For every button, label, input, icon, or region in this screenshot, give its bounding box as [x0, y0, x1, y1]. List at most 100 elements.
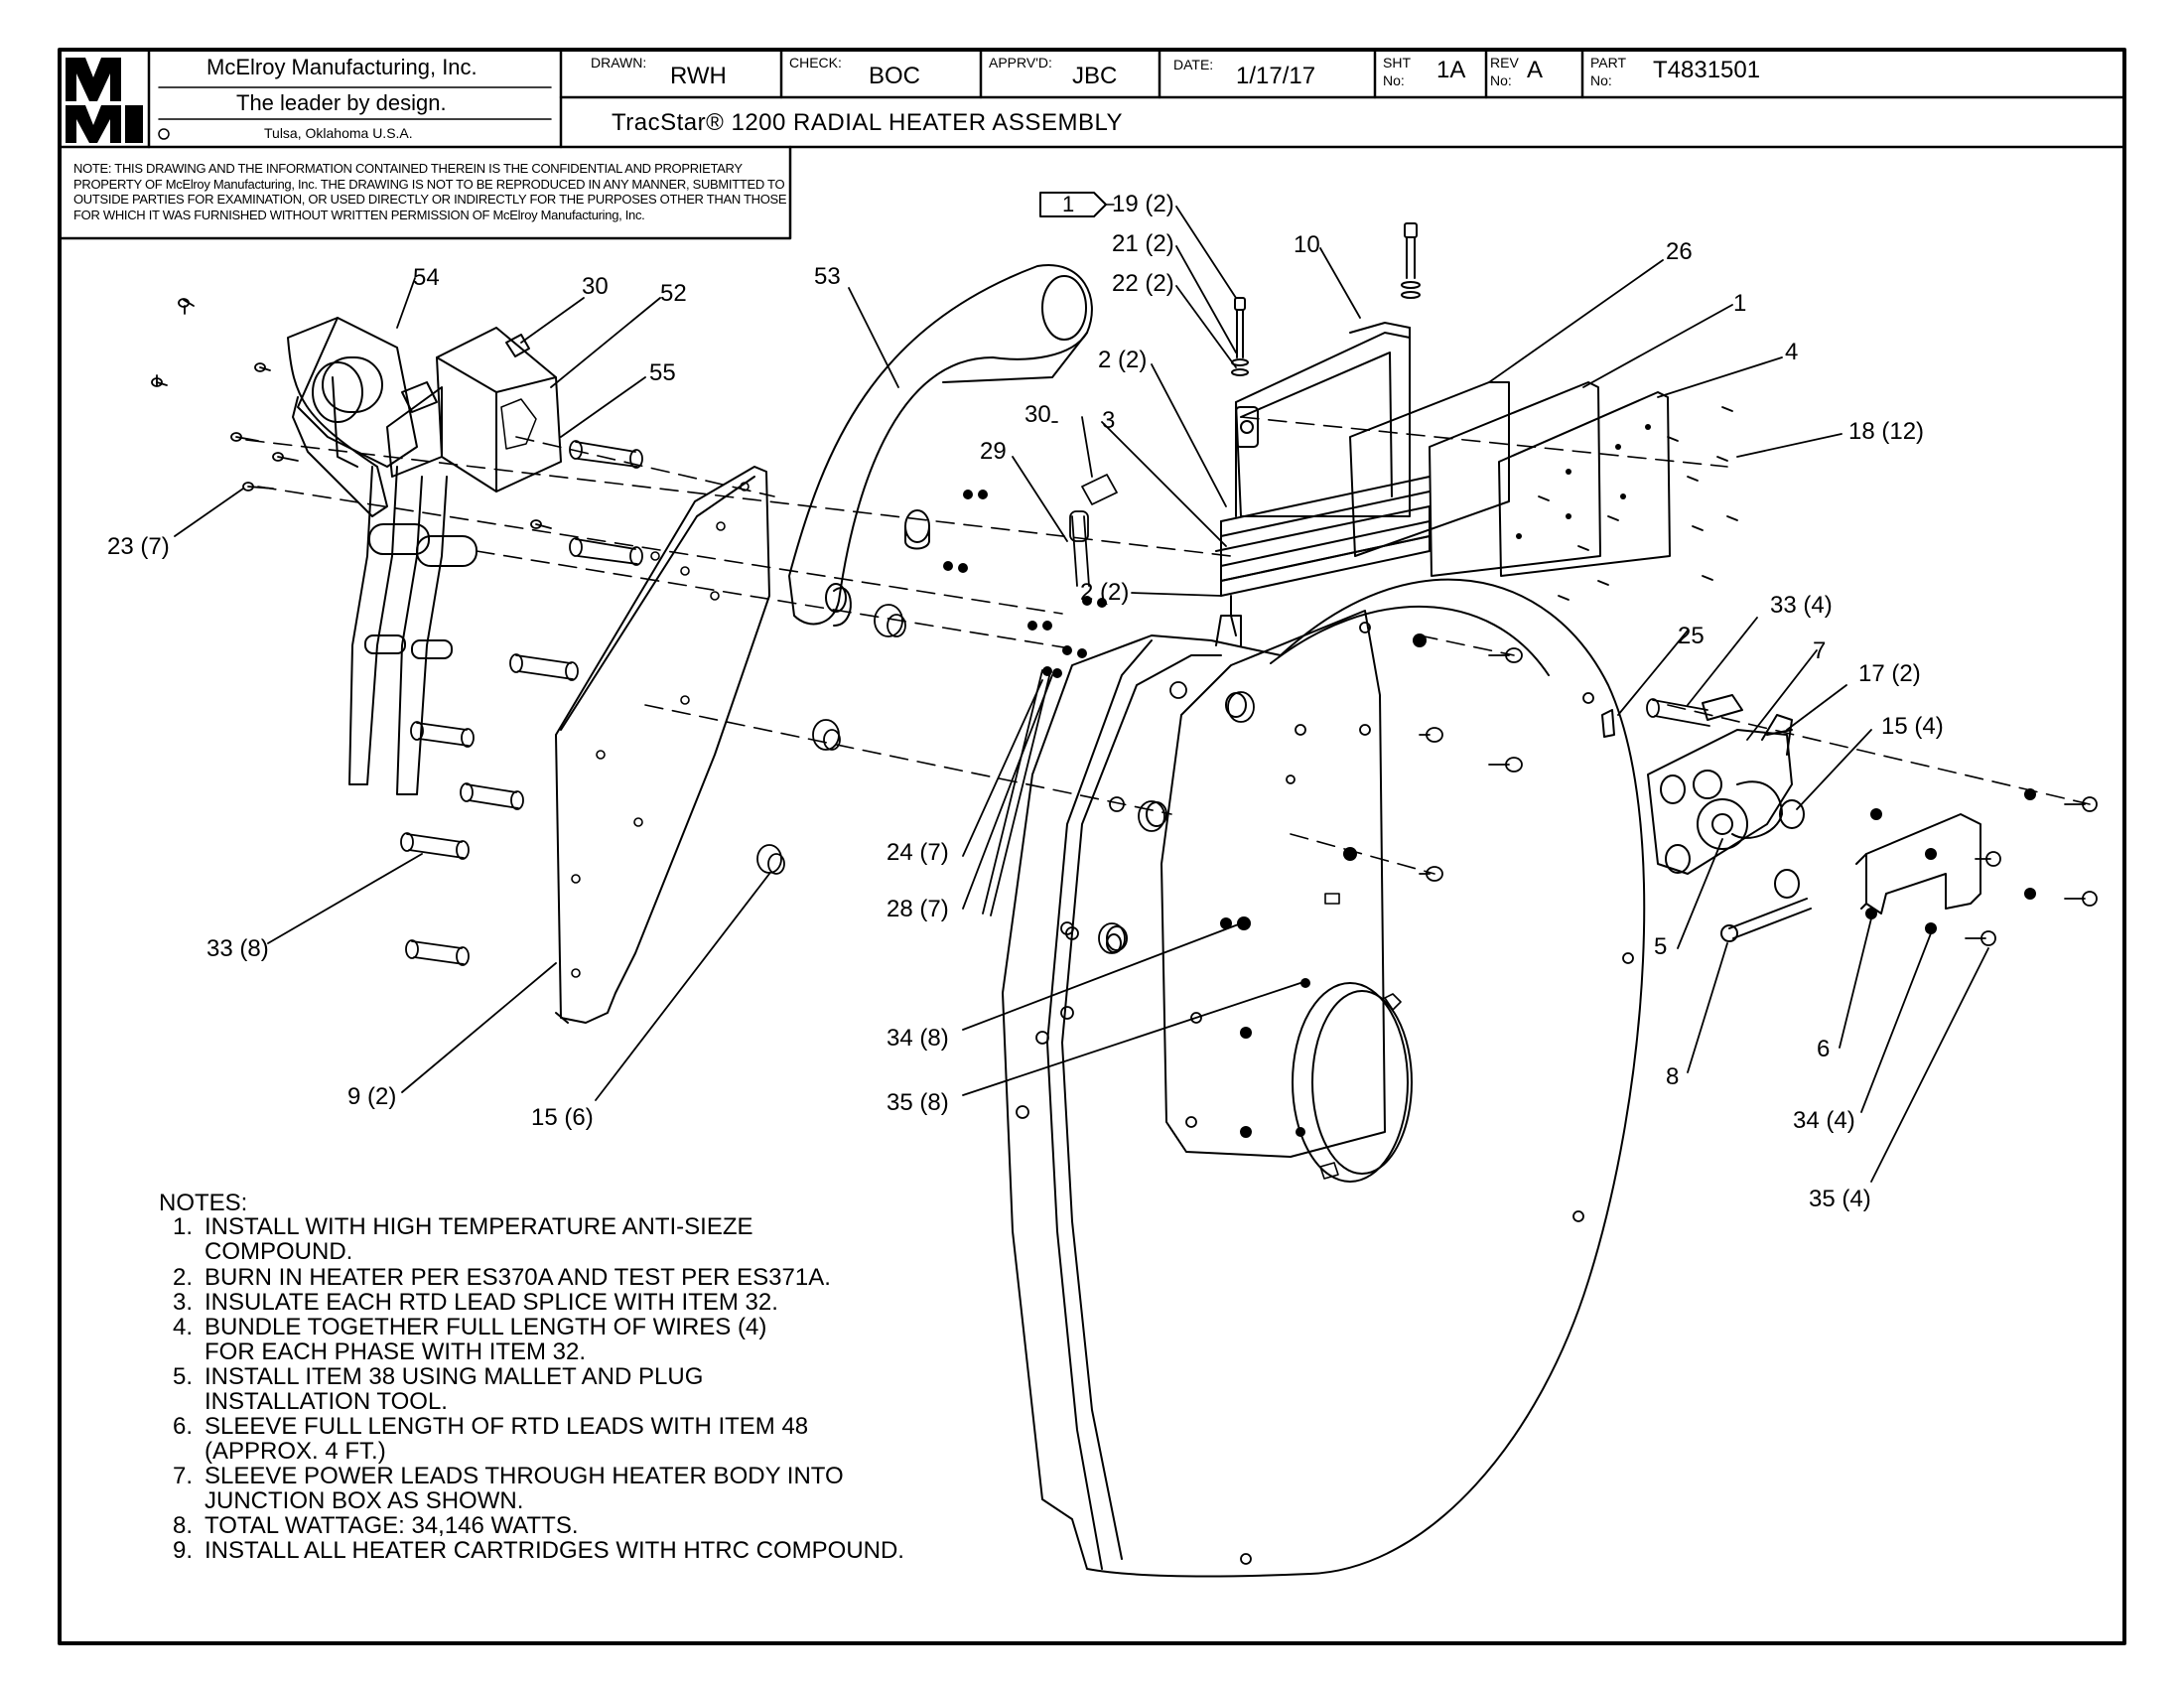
- callout-1: 1: [1733, 290, 1747, 317]
- note-3: 3.INSULATE EACH RTD LEAD SPLICE WITH ITE…: [159, 1290, 778, 1315]
- note-text: SLEEVE FULL LENGTH OF RTD LEADS WITH ITE…: [205, 1413, 809, 1440]
- note-number: 8.: [172, 1512, 193, 1539]
- nuts: [943, 490, 2036, 934]
- callout-3: 3: [1102, 407, 1116, 434]
- drawn-label: DRAWN:: [591, 55, 647, 70]
- callout-19: 19 (2): [1112, 191, 1174, 217]
- note-8: 8. TOTAL WATTAGE: 34,146 WATTS.: [159, 1513, 579, 1538]
- callout-6: 6: [1817, 1036, 1831, 1062]
- callout-34-right: 34 (4): [1793, 1107, 1855, 1134]
- sheet-border: [58, 48, 2126, 1645]
- arm-bracket: [788, 263, 1093, 627]
- company-name: McElroy Manufacturing, Inc.: [206, 55, 478, 79]
- callout-30-top: 30: [582, 273, 609, 300]
- callout-33-left: 33 (8): [206, 935, 269, 962]
- callout-55: 55: [649, 359, 676, 386]
- callout-53: 53: [814, 263, 841, 290]
- rev-label-no: No:: [1490, 72, 1512, 88]
- note-number: 4.: [172, 1314, 193, 1340]
- logo-mark: [66, 58, 143, 143]
- callout-2-lower: 2 (2): [1080, 579, 1130, 606]
- callout-2-upper: 2 (2): [1098, 347, 1148, 373]
- sheet-value: 1A: [1436, 57, 1466, 83]
- check-value: BOC: [869, 63, 921, 89]
- sheet-label-no: No:: [1383, 72, 1405, 88]
- callout-30-sensor: 30: [1024, 401, 1051, 428]
- heater-block: [1215, 322, 1671, 636]
- callout-5: 5: [1654, 933, 1668, 960]
- callout-8: 8: [1666, 1063, 1680, 1090]
- company-city: Tulsa, Oklahoma U.S.A.: [264, 125, 413, 141]
- note-2: 2.BURN IN HEATER PER ES370A AND TEST PER…: [159, 1265, 831, 1290]
- note-text-continued: INSTALLATION TOOL.: [205, 1388, 448, 1415]
- hardware: [151, 298, 2098, 966]
- confidential-notice: NOTE: THIS DRAWING AND THE INFORMATION C…: [73, 161, 787, 222]
- approved-value: JBC: [1072, 63, 1118, 89]
- note-4: 4. BUNDLE TOGETHER FULL LENGTH OF WIRES (…: [159, 1315, 766, 1364]
- note-text-continued: COMPOUND.: [205, 1238, 353, 1265]
- note-number: 1.: [172, 1213, 193, 1240]
- rev-value: A: [1527, 57, 1544, 83]
- callout-35-left: 35 (8): [887, 1089, 949, 1116]
- callout-23: 23 (7): [107, 533, 170, 560]
- top-screws: [1231, 222, 1421, 376]
- callout-34-left: 34 (8): [887, 1025, 949, 1052]
- callout-29: 29: [980, 438, 1007, 465]
- note-5: 5.INSTALL ITEM 38 USING MALLET AND PLUG …: [159, 1364, 703, 1414]
- junction-box: [287, 317, 562, 795]
- callout-15-right: 15 (4): [1881, 713, 1944, 740]
- note-number: 3.: [172, 1289, 193, 1316]
- company-tagline: The leader by design.: [236, 90, 447, 115]
- part-label: PART: [1590, 55, 1627, 70]
- callout-28: 28 (7): [887, 896, 949, 922]
- note-6: 6. SLEEVE FULL LENGTH OF RTD LEADS WITH I…: [159, 1414, 808, 1464]
- note-number: 5.: [172, 1363, 193, 1390]
- callout-22: 22 (2): [1112, 270, 1174, 297]
- callout-10: 10: [1294, 231, 1320, 258]
- date-label: DATE:: [1173, 57, 1214, 72]
- callout-26: 26: [1666, 238, 1693, 265]
- callout-9: 9 (2): [347, 1083, 397, 1110]
- heater-platen: [1002, 578, 1646, 1578]
- check-label: CHECK:: [789, 55, 842, 70]
- note-flag-shape: [1039, 192, 1107, 217]
- callout-24: 24 (7): [887, 839, 949, 866]
- leader-lines: [174, 206, 1989, 1183]
- callout-15-left: 15 (6): [531, 1104, 594, 1131]
- part-label-no: No:: [1590, 72, 1612, 88]
- callout-18: 18 (12): [1848, 418, 1925, 445]
- note-number: 7.: [172, 1463, 193, 1489]
- assembly-axes: [245, 416, 2091, 875]
- note-7: 7.SLEEVE POWER LEADS THROUGH HEATER BODY…: [159, 1464, 844, 1513]
- note-text: INSTALL ALL HEATER CARTRIDGES WITH HTRC …: [205, 1537, 904, 1564]
- note-text-continued: (APPROX. 4 FT.): [205, 1438, 386, 1465]
- approved-label: APPRV'D:: [989, 55, 1052, 70]
- rev-label: REV: [1490, 55, 1519, 70]
- note-flag-number: 1: [1062, 192, 1075, 216]
- callout-52: 52: [660, 280, 687, 307]
- callout-54: 54: [413, 264, 440, 291]
- note-number: 6.: [172, 1413, 193, 1440]
- note-number: 9.: [172, 1537, 193, 1564]
- note-text: BUNDLE TOGETHER FULL LENGTH OF WIRES (4): [205, 1314, 767, 1340]
- note-text: INSTALL WITH HIGH TEMPERATURE ANTI-SIEZE: [205, 1213, 753, 1240]
- notes-heading: NOTES:: [159, 1190, 248, 1216]
- note-text: INSTALL ITEM 38 USING MALLET AND PLUG: [205, 1363, 704, 1390]
- note-text: BURN IN HEATER PER ES370A AND TEST PER E…: [205, 1264, 831, 1291]
- callout-25: 25: [1678, 623, 1705, 649]
- note-1: 1. INSTALL WITH HIGH TEMPERATURE ANTI-SIE…: [159, 1214, 753, 1264]
- sheet-label: SHT: [1383, 55, 1411, 70]
- title-block-lines: [58, 48, 2126, 240]
- note-text-continued: FOR EACH PHASE WITH ITEM 32.: [205, 1338, 587, 1365]
- callout-7: 7: [1813, 637, 1827, 664]
- callout-21: 21 (2): [1112, 230, 1174, 257]
- side-plate: [555, 466, 770, 1024]
- callout-4: 4: [1785, 339, 1799, 365]
- callout-17: 17 (2): [1858, 660, 1921, 687]
- drawing-title: TracStar® 1200 RADIAL HEATER ASSEMBLY: [612, 109, 1124, 136]
- note-text: TOTAL WATTAGE: 34,146 WATTS.: [205, 1512, 579, 1539]
- note-9: 9. INSTALL ALL HEATER CARTRIDGES WITH HTR…: [159, 1538, 904, 1563]
- drawn-value: RWH: [670, 63, 727, 89]
